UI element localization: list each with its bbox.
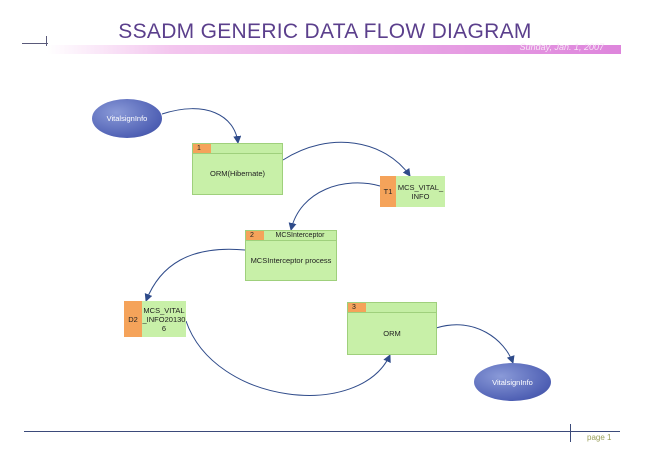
flow-d2-to-process-3 [185,320,391,396]
flow-process-2-to-d2 [144,248,246,302]
store-name: MCS_VITAL _INFO20130 6 [142,301,186,337]
flow-source-to-process-1 [161,108,242,144]
process-1[interactable]: 1 ORM(Hibernate) [192,143,283,195]
entity-label: VitalsignInfo [492,377,533,387]
page-number: page 1 [587,433,612,442]
store-id: T1 [380,176,396,207]
header-corner-line [22,43,48,44]
process-name: MCSInterceptor [275,232,325,239]
store-name: MCS_VITAL_ INFO [396,176,445,207]
data-store-t1[interactable]: T1 MCS_VITAL_ INFO [380,176,445,207]
process-header [193,144,282,154]
process-number: 3 [348,303,366,312]
process-3[interactable]: 3 ORM [347,302,437,355]
data-store-d2[interactable]: D2 MCS_VITAL _INFO20130 6 [124,301,186,337]
flow-process-3-to-sink [435,324,515,364]
process-number: 2 [246,231,264,240]
process-number: 1 [193,144,211,153]
footer-divider-tick [570,424,571,442]
process-2[interactable]: MCSInterceptor 2 MCSInterceptor process [245,230,337,281]
footer-rule [24,431,620,432]
store-name-line: _INFO20130 [142,314,186,324]
diagram-title: SSADM GENERIC DATA FLOW DIAGRAM [118,20,532,43]
store-name-line: MCS_VITAL [143,305,185,315]
flow-t1-to-process-2 [288,182,381,231]
store-name-line: INFO [411,191,430,201]
process-header [348,303,436,313]
header-corner-tick [46,36,47,46]
external-entity-sink[interactable]: VitalsignInfo [474,363,551,401]
external-entity-source[interactable]: VitalsignInfo [92,99,162,138]
diagram-date: Sunday, Jan. 1, 2007 [519,42,604,52]
process-description: MCSInterceptor process [250,255,332,265]
title-gradient-bar [47,45,621,54]
entity-label: VitalsignInfo [106,114,148,123]
flow-process-1-to-t1 [282,141,411,177]
process-header [246,231,336,241]
store-name-line: 6 [161,323,167,333]
process-description: ORM(Hibernate) [209,169,265,178]
store-name-line: MCS_VITAL_ [397,182,444,192]
process-description: ORM [383,328,401,338]
store-id: D2 [124,301,142,337]
